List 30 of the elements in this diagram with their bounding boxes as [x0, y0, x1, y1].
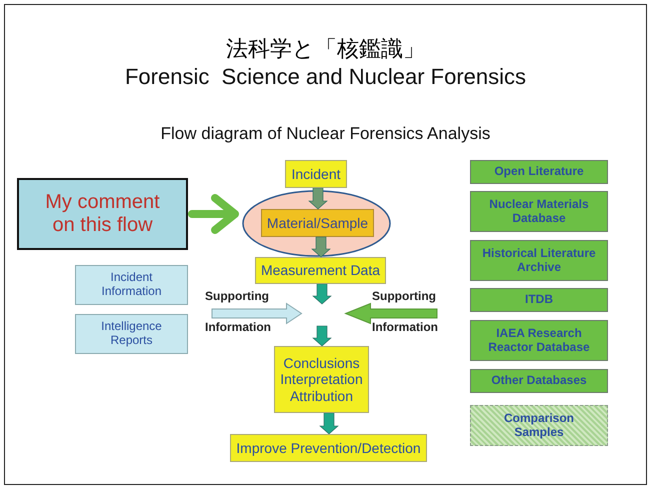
database-box: Open Literature [470, 160, 608, 184]
highlight-ellipse [242, 190, 391, 257]
arrow [319, 412, 339, 434]
comment-box: My comment on this flow [17, 178, 188, 250]
process-box: Material/Sample [261, 209, 374, 237]
arrow-label: Supporting [205, 289, 269, 303]
arrow-label: Information [205, 320, 271, 334]
database-box: Other Databases [470, 369, 608, 393]
database-box: Nuclear Materials Database [470, 191, 608, 232]
block-arrow [212, 302, 302, 324]
database-box: Historical Literature Archive [470, 240, 608, 281]
process-box: Measurement Data [255, 257, 386, 284]
database-box: IAEA Research Reactor Database [470, 320, 608, 361]
arrow [308, 188, 328, 210]
block-arrow [344, 302, 438, 324]
arrow [188, 194, 239, 234]
arrow [312, 284, 332, 346]
process-box: Improve Prevention/Detection [230, 434, 427, 462]
sample-box: Comparison Samples [470, 405, 608, 446]
database-box: ITDB [470, 288, 608, 312]
title: 法科学と「核鑑識」 [225, 36, 426, 64]
arrow-label: Information [372, 320, 438, 334]
info-box: Intelligence Reports [75, 314, 188, 354]
subtitle: Forensic Science and Nuclear Forensics [124, 64, 528, 90]
arrow-label: Supporting [372, 289, 436, 303]
diagram-heading: Flow diagram of Nuclear Forensics Analysis [160, 124, 492, 144]
process-box: Conclusions Interpretation Attribution [274, 346, 369, 413]
info-box: Incident Information [75, 265, 188, 305]
process-box: Incident [285, 160, 347, 188]
arrow [311, 236, 331, 258]
